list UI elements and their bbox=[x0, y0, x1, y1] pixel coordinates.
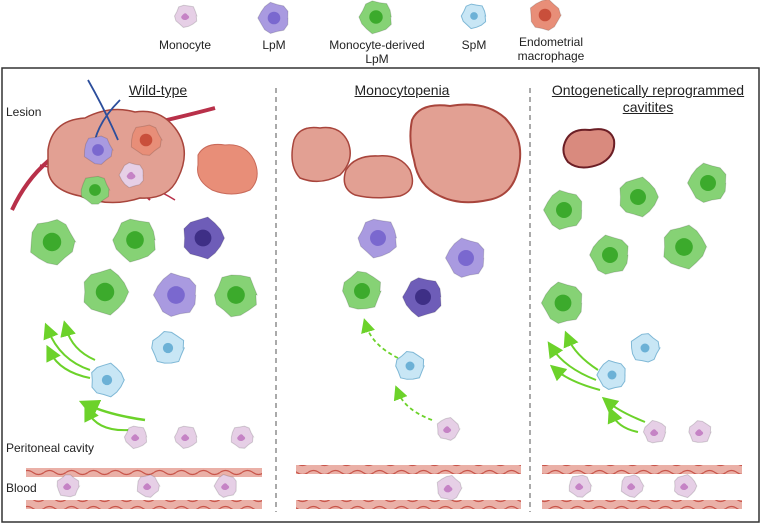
migration-arrows bbox=[43, 318, 646, 433]
legend-label-monocyte: Monocyte bbox=[158, 38, 212, 52]
monocyte-cell bbox=[136, 474, 161, 498]
spm-cell bbox=[460, 3, 487, 30]
monocyte-derived-lpm-cell bbox=[83, 268, 130, 316]
blood-vessel-wall bbox=[542, 465, 742, 474]
monocyte-derived-lpm-cell bbox=[112, 218, 156, 263]
lesion bbox=[343, 155, 414, 199]
endometrial-macrophage-cell bbox=[529, 0, 563, 32]
monocyte-cell bbox=[568, 474, 593, 498]
blood-vessel-wall bbox=[26, 500, 262, 509]
monocyte-cell bbox=[213, 473, 237, 498]
lpm-cell-dark bbox=[402, 277, 442, 318]
lesion bbox=[562, 128, 616, 169]
blood-vessel-wall bbox=[296, 465, 521, 474]
vein bbox=[87, 79, 121, 141]
monocyte-cell bbox=[173, 425, 198, 450]
monocyte-derived-lpm-cell bbox=[686, 162, 727, 204]
endometrial-macrophage-cell bbox=[130, 124, 163, 156]
lesions bbox=[47, 79, 616, 204]
blood-vessel-wall bbox=[542, 500, 742, 509]
migration-arrow bbox=[43, 322, 91, 371]
migration-arrow bbox=[46, 344, 91, 379]
lpm-cell bbox=[444, 237, 485, 278]
lesion bbox=[409, 103, 522, 204]
lpm-cell bbox=[83, 135, 114, 165]
monocyte-derived-lpm-cell bbox=[540, 281, 583, 325]
monocyte-cell bbox=[56, 474, 81, 498]
migration-arrow bbox=[78, 400, 146, 422]
panel-title-monocytopenia: Monocytopenia bbox=[354, 82, 450, 98]
spm-cell bbox=[151, 330, 185, 364]
lpm-cell bbox=[257, 1, 289, 35]
monocyte-cell bbox=[123, 425, 148, 450]
monocyte-cell bbox=[620, 474, 645, 499]
lpm-cell-dark bbox=[183, 216, 226, 260]
lesion bbox=[197, 144, 258, 195]
migration-arrow bbox=[607, 406, 639, 433]
lesion bbox=[47, 108, 185, 204]
monocyte-cell bbox=[118, 162, 144, 189]
migration-arrow bbox=[549, 364, 601, 391]
migration-arrow bbox=[60, 320, 96, 361]
monocyte-cell bbox=[642, 419, 667, 444]
legend-label-monocyte-derived-lpm: Monocyte-derived LpM bbox=[329, 38, 425, 66]
migration-arrow-dashed bbox=[393, 385, 433, 421]
blood-vessel-wall bbox=[296, 500, 521, 509]
migration-arrow bbox=[601, 396, 646, 423]
figure-frame bbox=[1, 67, 760, 523]
monocyte-cell bbox=[436, 416, 461, 441]
legend bbox=[173, 0, 563, 35]
label-lesion: Lesion bbox=[6, 105, 42, 119]
monocyte-derived-lpm-cell bbox=[542, 189, 583, 231]
label-peritoneal-cavity: Peritoneal cavity bbox=[6, 441, 95, 455]
lpm-cell bbox=[152, 272, 197, 318]
monocyte-derived-lpm-cell bbox=[663, 224, 708, 270]
label-blood: Blood bbox=[6, 481, 37, 495]
lpm-cell bbox=[357, 218, 398, 259]
spm-cell bbox=[395, 350, 425, 380]
migration-arrow bbox=[84, 404, 131, 432]
monocyte-cell bbox=[230, 425, 255, 449]
panel-title-wild-type: Wild-type bbox=[128, 82, 188, 98]
cells bbox=[30, 124, 727, 501]
monocyte-derived-lpm-cell bbox=[213, 274, 258, 318]
panel-title-reprogrammed: Ontogenetically reprogrammed cavitites bbox=[551, 82, 745, 115]
blood-vessel-wall bbox=[26, 468, 262, 477]
monocyte-cell bbox=[436, 474, 463, 501]
monocyte-derived-lpm-cell bbox=[358, 0, 392, 35]
spm-cell bbox=[596, 359, 626, 390]
lesion bbox=[291, 126, 351, 183]
blood-vessels bbox=[26, 465, 742, 509]
monocyte-cell bbox=[173, 4, 198, 29]
monocyte-derived-lpm-cell bbox=[341, 270, 382, 310]
migration-arrow bbox=[563, 330, 599, 371]
legend-label-endometrial-macrophage: Endometrial macrophage bbox=[517, 35, 585, 63]
migration-arrow-dashed bbox=[361, 318, 399, 359]
monocyte-derived-lpm-cell bbox=[589, 234, 629, 275]
monocyte-derived-lpm-cell bbox=[80, 175, 111, 205]
monocyte-cell bbox=[688, 420, 712, 443]
monocyte-derived-lpm-cell bbox=[619, 176, 659, 218]
migration-arrow bbox=[547, 341, 597, 381]
monocyte-cell bbox=[673, 473, 698, 499]
monocyte-derived-lpm-cell bbox=[30, 218, 77, 266]
legend-label-lpm: LpM bbox=[262, 38, 286, 52]
spm-cell bbox=[91, 362, 126, 398]
spm-cell bbox=[630, 333, 661, 363]
legend-label-spm: SpM bbox=[461, 38, 487, 52]
